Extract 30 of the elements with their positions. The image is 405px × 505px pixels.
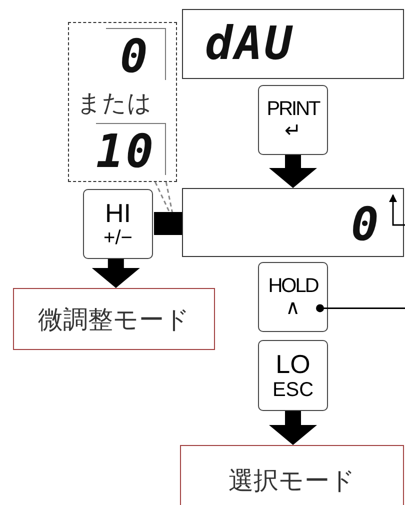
indicator-block (154, 212, 182, 235)
key-button (258, 85, 328, 155)
flow-arrow (269, 155, 317, 188)
key-symbol: ESC (272, 378, 314, 401)
key-label: PRINT (266, 98, 320, 120)
key-label: LO (276, 350, 310, 379)
key-symbol: +/− (104, 227, 132, 250)
display-segment-frame (106, 28, 166, 80)
key-button (83, 189, 153, 259)
display-readout: 10 (96, 126, 156, 176)
callout-text: または (77, 88, 152, 119)
flow-arrow (269, 411, 317, 445)
mode-box: 微調整モード (13, 288, 215, 350)
key-label: HOLD (268, 275, 318, 297)
key-button (258, 340, 328, 411)
display-readout: 0 (351, 199, 381, 249)
display-readout: 0 (120, 31, 150, 81)
display-readout: dAU (205, 18, 294, 68)
mode-box: 選択モード (180, 445, 404, 505)
arrow (389, 194, 405, 226)
dashed-callout-box (68, 22, 177, 182)
lcd-display (182, 188, 404, 257)
lcd-display (182, 9, 404, 79)
flow-arrow (92, 259, 140, 288)
key-symbol: ∧ (286, 297, 300, 319)
key-label: HI (105, 198, 131, 228)
key-button (258, 262, 328, 332)
leader-line (154, 181, 173, 213)
key-symbol: ↵ (284, 120, 302, 142)
display-segment-frame (96, 123, 166, 175)
